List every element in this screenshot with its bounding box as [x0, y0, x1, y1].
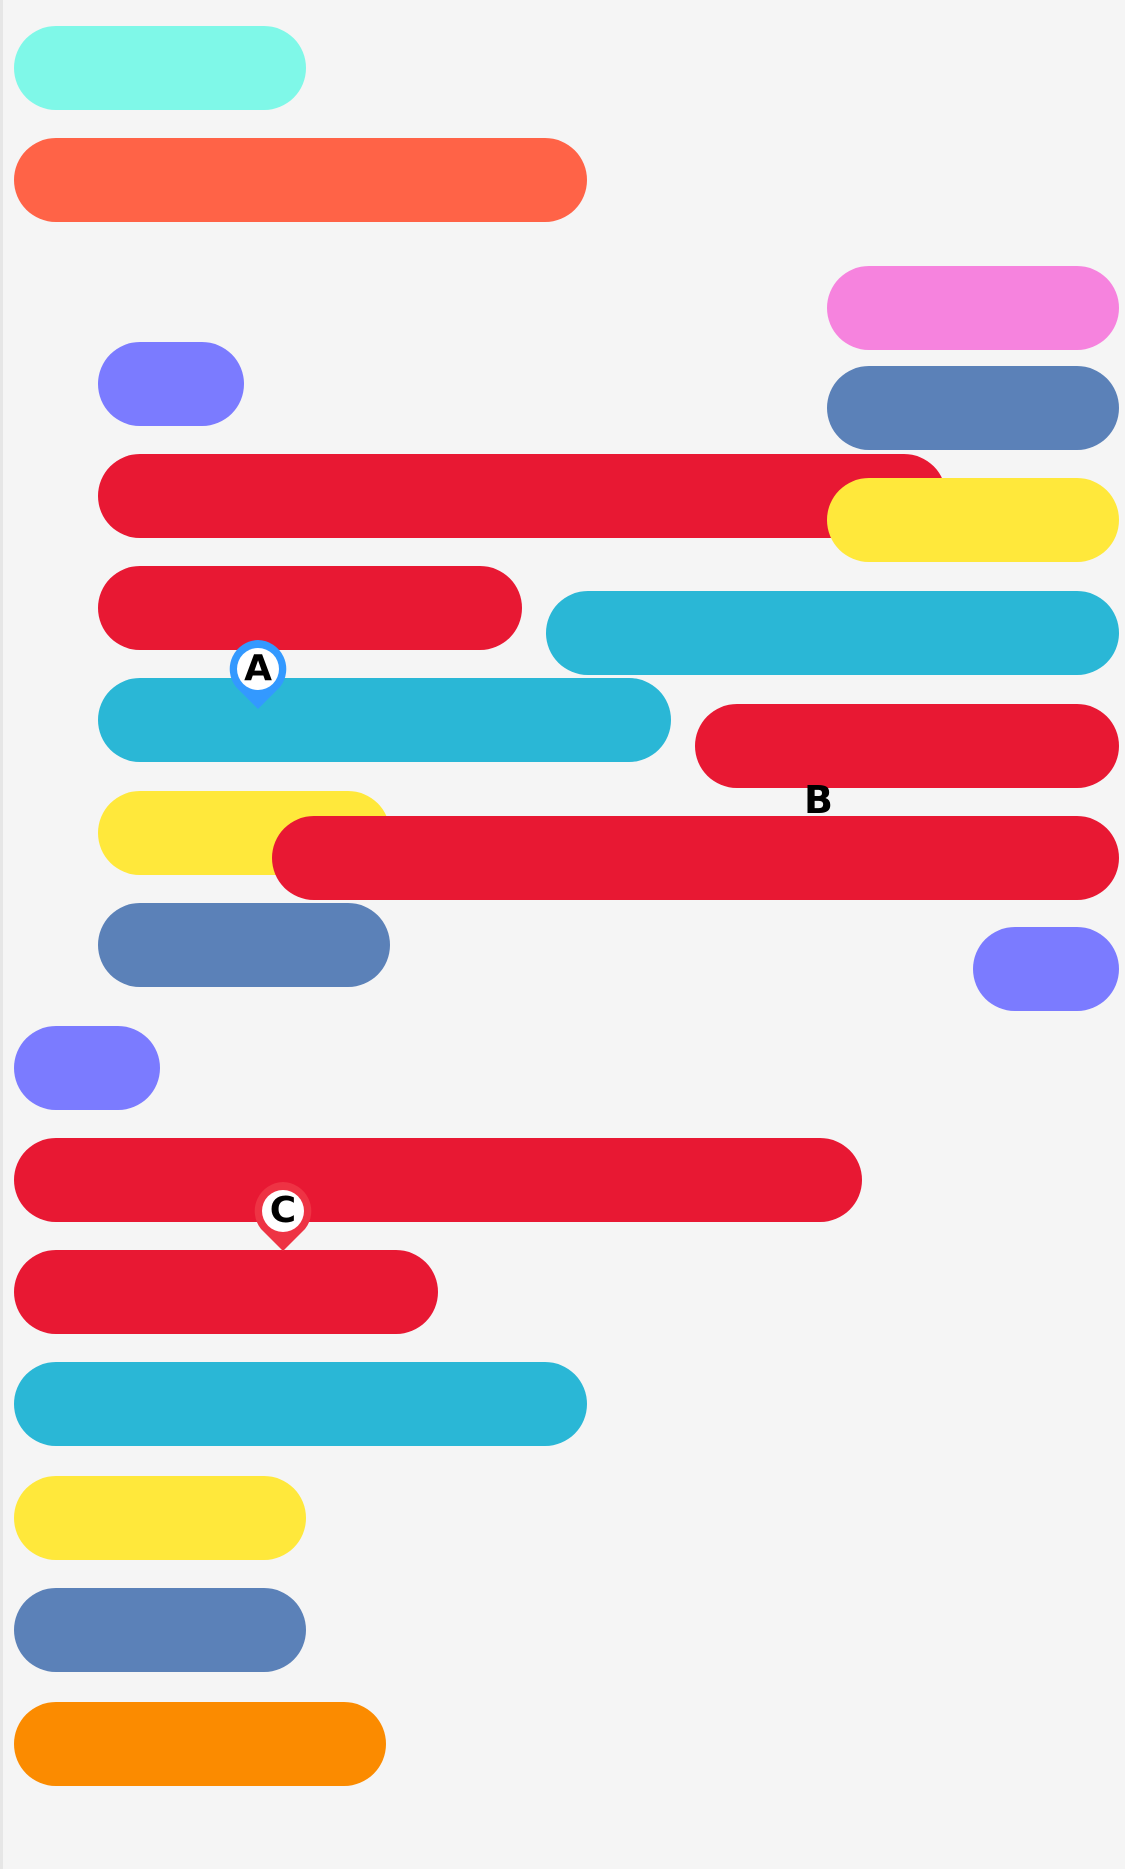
bar-red-5[interactable] [14, 1138, 862, 1222]
bar-steel-1[interactable] [827, 366, 1119, 450]
marker-b-letter: B [804, 778, 833, 822]
bar-pink-1[interactable] [827, 266, 1119, 350]
bar-yellow-3[interactable] [14, 1476, 306, 1560]
bar-red-4[interactable] [272, 816, 1119, 900]
bar-orange-1[interactable] [14, 1702, 386, 1786]
bar-lavender-3[interactable] [14, 1026, 160, 1110]
bar-red-3[interactable] [695, 704, 1119, 788]
marker-c-letter: C [269, 1190, 297, 1231]
left-edge-divider [0, 0, 3, 1869]
marker-a-letter: A [244, 648, 272, 689]
bar-aqua-1[interactable] [14, 26, 306, 110]
marker-c[interactable]: C [248, 1178, 318, 1268]
bar-red-long-1[interactable] [98, 454, 946, 538]
bar-cyan-3[interactable] [14, 1362, 587, 1446]
bar-cyan-2[interactable] [98, 678, 671, 762]
bar-steel-3[interactable] [14, 1588, 306, 1672]
bar-lavender-2[interactable] [973, 927, 1119, 1011]
bar-steel-2[interactable] [98, 903, 390, 987]
bar-lavender-1[interactable] [98, 342, 244, 426]
map-pin-icon [254, 1182, 312, 1251]
bar-tomato-1[interactable] [14, 138, 587, 222]
bar-cyan-1[interactable] [546, 591, 1119, 675]
bar-red-6[interactable] [14, 1250, 438, 1334]
marker-a[interactable]: A [223, 636, 293, 726]
bar-yellow-1[interactable] [827, 478, 1119, 562]
bar-red-2[interactable] [98, 566, 522, 650]
map-pin-icon [229, 640, 287, 709]
